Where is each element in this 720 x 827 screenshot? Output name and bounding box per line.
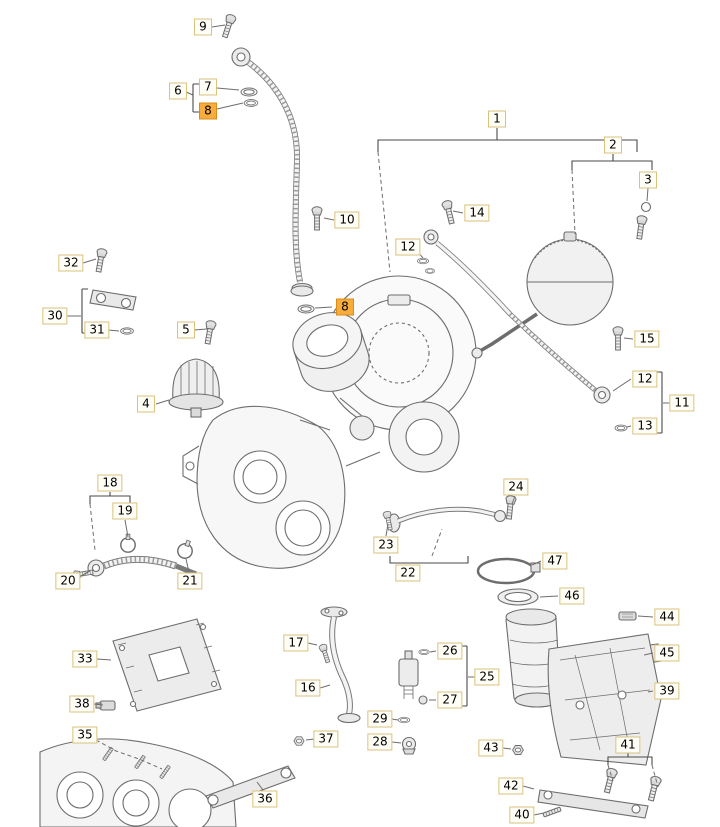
callout-10[interactable]: 10 xyxy=(334,211,360,229)
callout-11[interactable]: 11 xyxy=(669,394,695,412)
callout-37[interactable]: 37 xyxy=(313,730,339,748)
callout-43[interactable]: 43 xyxy=(478,739,504,757)
callout-20[interactable]: 20 xyxy=(55,572,81,590)
callout-42[interactable]: 42 xyxy=(498,777,524,795)
callout-13[interactable]: 13 xyxy=(632,417,658,435)
callout-8-top[interactable]: 8 xyxy=(199,102,217,120)
callout-38[interactable]: 38 xyxy=(69,695,95,713)
callout-28[interactable]: 28 xyxy=(367,733,393,751)
callout-14[interactable]: 14 xyxy=(464,204,490,222)
callout-12-right[interactable]: 12 xyxy=(632,370,658,388)
callout-17[interactable]: 17 xyxy=(283,634,309,652)
callout-2[interactable]: 2 xyxy=(604,136,622,154)
callout-12-left[interactable]: 12 xyxy=(395,238,421,256)
callout-47[interactable]: 47 xyxy=(542,552,568,570)
callout-8-mid[interactable]: 8 xyxy=(336,298,354,316)
callout-23[interactable]: 23 xyxy=(373,536,399,554)
callout-30[interactable]: 30 xyxy=(42,307,68,325)
callout-45[interactable]: 45 xyxy=(654,644,680,662)
callout-5[interactable]: 5 xyxy=(177,321,195,339)
callout-40[interactable]: 40 xyxy=(509,806,535,824)
callout-33[interactable]: 33 xyxy=(72,650,98,668)
callout-6[interactable]: 6 xyxy=(169,82,187,100)
callout-21[interactable]: 21 xyxy=(177,572,203,590)
callout-22[interactable]: 22 xyxy=(395,564,421,582)
callout-31[interactable]: 31 xyxy=(84,321,110,339)
callout-16[interactable]: 16 xyxy=(295,679,321,697)
callout-25[interactable]: 25 xyxy=(474,668,500,686)
callout-35[interactable]: 35 xyxy=(72,726,98,744)
callout-24[interactable]: 24 xyxy=(503,478,529,496)
callout-32[interactable]: 32 xyxy=(58,254,84,272)
callout-19[interactable]: 19 xyxy=(112,502,138,520)
callout-39[interactable]: 39 xyxy=(654,682,680,700)
callout-7[interactable]: 7 xyxy=(199,78,217,96)
callout-15[interactable]: 15 xyxy=(634,330,660,348)
callout-4[interactable]: 4 xyxy=(137,395,155,413)
callout-3[interactable]: 3 xyxy=(639,171,657,189)
callout-1[interactable]: 1 xyxy=(488,110,506,128)
callout-9[interactable]: 9 xyxy=(194,18,212,36)
callout-44[interactable]: 44 xyxy=(654,608,680,626)
callout-46[interactable]: 46 xyxy=(559,587,585,605)
callout-18[interactable]: 18 xyxy=(97,474,123,492)
callout-41[interactable]: 41 xyxy=(615,736,641,754)
callout-36[interactable]: 36 xyxy=(252,790,278,808)
callout-26[interactable]: 26 xyxy=(437,642,463,660)
callout-27[interactable]: 27 xyxy=(437,691,463,709)
callout-29[interactable]: 29 xyxy=(367,710,393,728)
